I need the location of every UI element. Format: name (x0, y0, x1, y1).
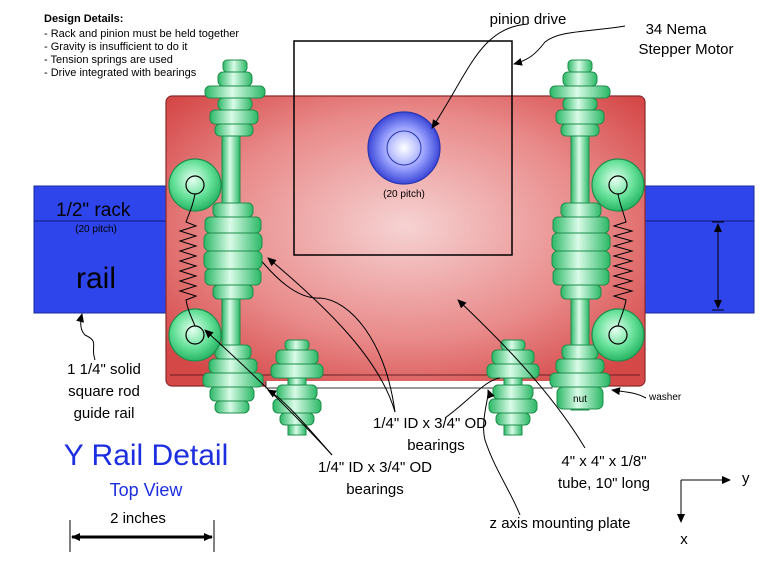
upper-bearings-tail (444, 377, 501, 419)
guide-rail-label-line1: 1 1/4" solid (67, 361, 141, 378)
pinion-hub (386, 130, 422, 166)
tube-leader (457, 299, 586, 449)
page-title: Y Rail Detail (64, 439, 229, 472)
guide-rail-label-line3: guide rail (74, 405, 135, 422)
rack-label: 1/2" rack (56, 200, 131, 221)
nut-label: nut (573, 394, 587, 405)
design-details: Design Details: - Rack and pinion must b… (44, 13, 239, 79)
rail-label: rail (76, 262, 116, 295)
motor-label-line1: 34 Nema (646, 21, 708, 38)
tube-label-line2: tube, 10" long (558, 475, 650, 492)
right-tension-spring (612, 193, 634, 327)
right-bottom-nut-stack (549, 344, 611, 410)
lower-bearings-leader-2 (267, 389, 333, 456)
right-middle-bearing-stack (551, 202, 611, 300)
left-tension-spring (178, 193, 198, 327)
motor-label-line2: Stepper Motor (638, 41, 733, 58)
bottom-right-bearing (486, 339, 540, 436)
design-detail-item: - Gravity is insufficient to do it (44, 41, 187, 53)
left-lower-spring-bearing (168, 308, 222, 362)
scale-label: 2 inches (110, 510, 166, 527)
left-bearing-assembly (168, 59, 266, 414)
left-middle-bearing-stack (203, 202, 263, 300)
page-subtitle: Top View (110, 480, 184, 500)
design-detail-item: - Drive integrated with bearings (44, 67, 197, 79)
axis-indicator: y x (677, 470, 750, 548)
rack-pitch-label: (20 pitch) (75, 224, 117, 235)
left-upper-spring-bearing (168, 158, 222, 212)
motor-leader (513, 25, 626, 66)
right-top-nut-stack (549, 59, 611, 137)
right-bearing-assembly (549, 59, 645, 411)
washer-label: washer (648, 392, 682, 403)
upper-bearings-leader-main (261, 261, 396, 413)
pinion-drive-label: pinion drive (490, 11, 567, 28)
leader-lines (76, 23, 647, 516)
pinion-pitch-label: (20 pitch) (383, 189, 425, 200)
scale-bar: 2 inches (69, 510, 215, 552)
right-lower-spring-bearing (591, 308, 645, 362)
bearings-lower-label-line1: 1/4" ID x 3/4" OD (318, 459, 432, 476)
guide-rail-leader (76, 313, 96, 361)
bottom-left-bearing (270, 339, 324, 436)
design-details-title: Design Details: (44, 13, 123, 25)
guide-rail-label-line2: square rod (68, 383, 140, 400)
left-top-nut-stack (204, 59, 266, 137)
pinion-drive: (20 pitch) (367, 111, 441, 200)
bearings-upper-label-line2: bearings (407, 437, 465, 454)
mounting-plate-label: z axis mounting plate (490, 515, 631, 532)
bearings-upper-label-line1: 1/4" ID x 3/4" OD (373, 415, 487, 432)
mounting-plate-leader (483, 389, 521, 516)
washer-leader (611, 387, 647, 399)
left-bottom-nut-stack (202, 344, 264, 414)
tube-label-line1: 4" x 4" x 1/8" (561, 453, 646, 470)
axis-x-label: x (680, 531, 688, 548)
stepper-motor-outline (293, 40, 513, 256)
axis-y-label: y (742, 470, 750, 487)
upper-bearings-leader-1 (267, 257, 396, 413)
design-detail-item: - Rack and pinion must be held together (44, 28, 239, 40)
bearings-lower-label-line2: bearings (346, 481, 404, 498)
design-detail-item: - Tension springs are used (44, 54, 173, 66)
pinion-drive-leader (431, 23, 529, 129)
pinion-gear (367, 111, 441, 185)
right-upper-spring-bearing (591, 158, 645, 212)
